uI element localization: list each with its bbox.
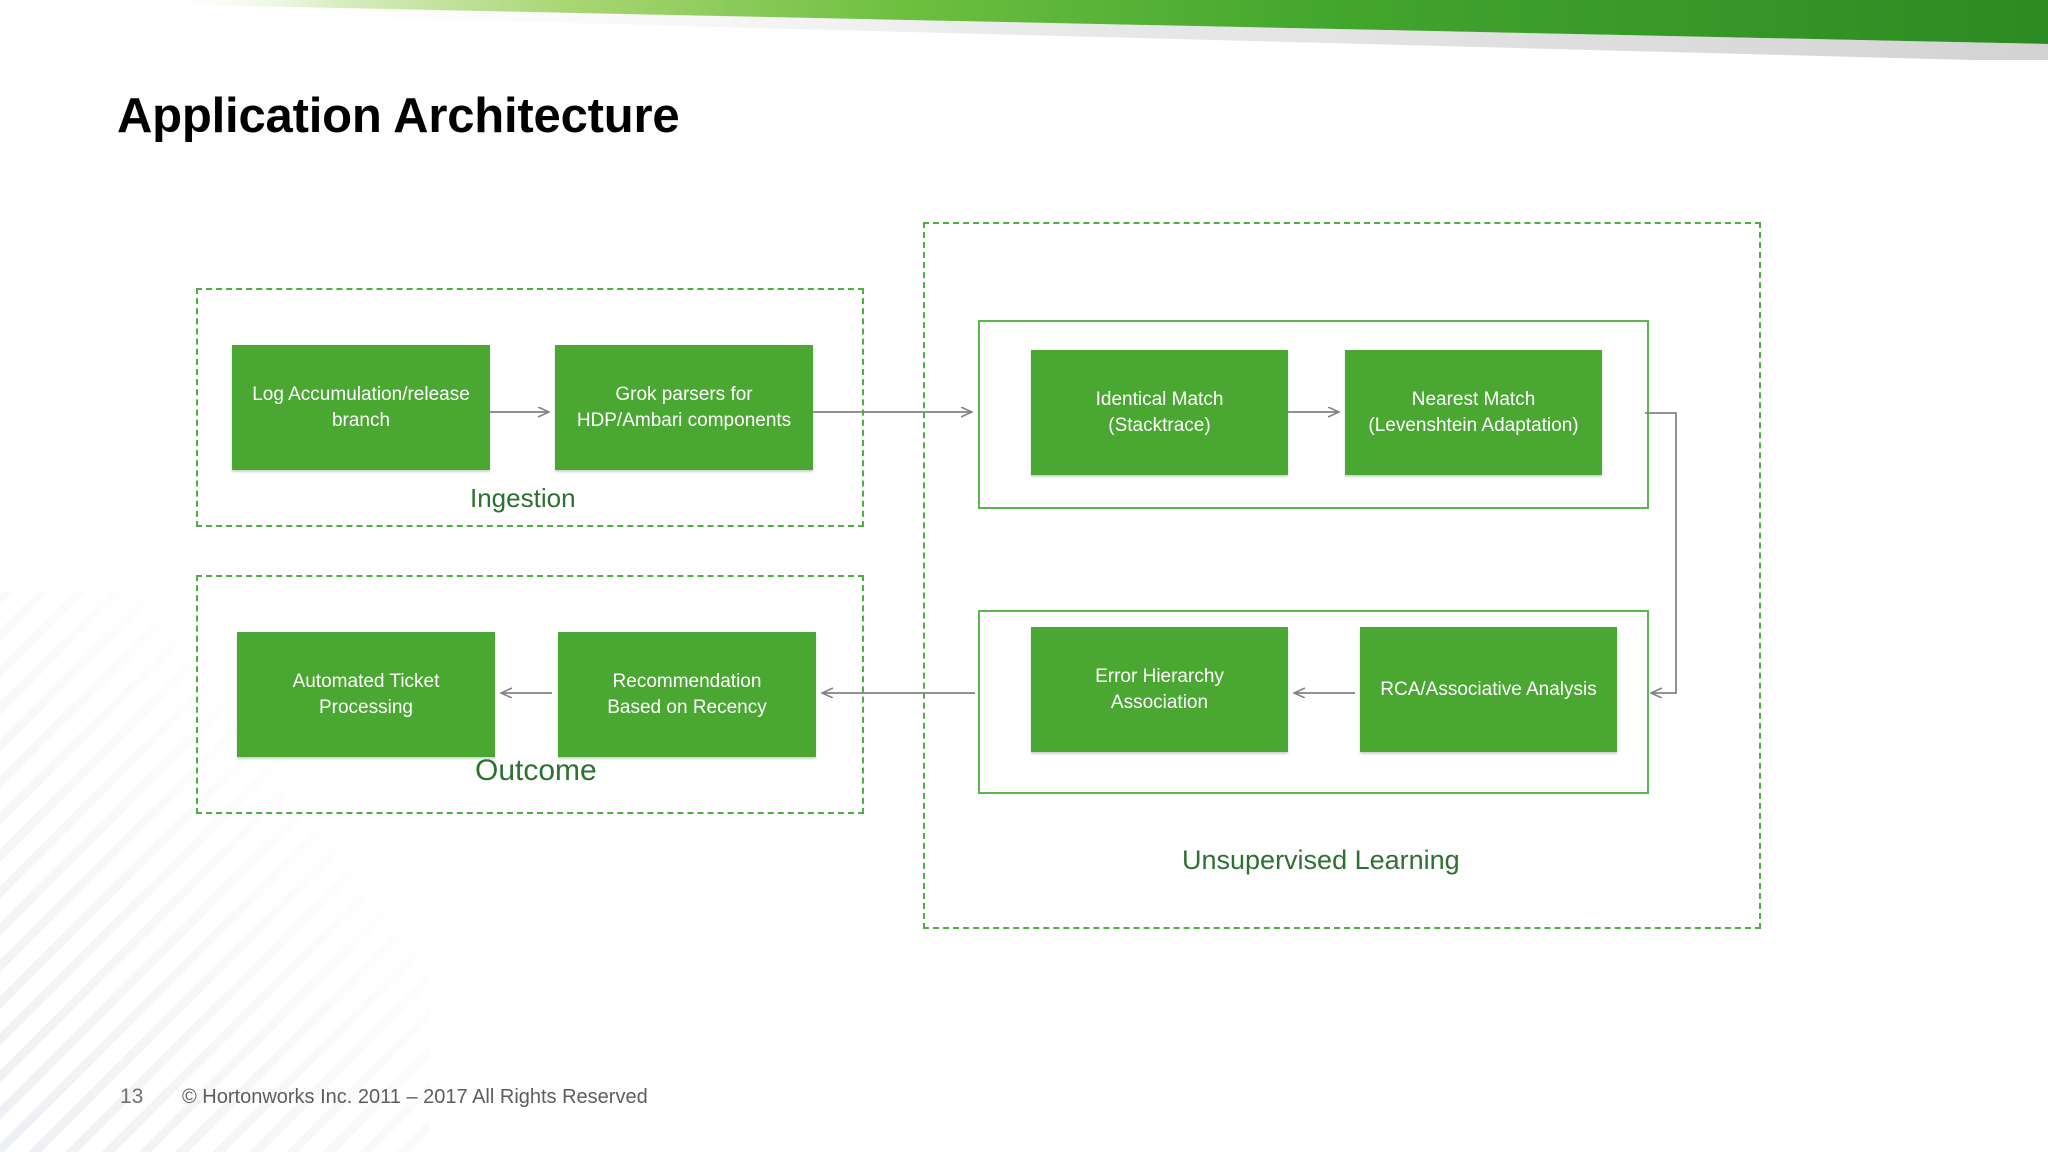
box-nearest-match-line1: Nearest Match: [1411, 388, 1536, 410]
box-identical-match-line2: (Stacktrace): [1108, 414, 1211, 436]
box-nearest-match-line2: (Levenshtein Adaptation): [1368, 414, 1579, 436]
subgroup-analysis: [978, 610, 1649, 794]
box-automated-ticket-processing-line2: Processing: [318, 696, 413, 718]
box-identical-match-line1: Identical Match: [1095, 388, 1224, 410]
subgroup-matching: [978, 320, 1649, 509]
box-rca-associative-analysis[interactable]: RCA/Associative Analysis: [1360, 627, 1617, 752]
box-log-accumulation[interactable]: Log Accumulation/release branch: [232, 345, 490, 470]
box-error-hierarchy-association-line2: Association: [1110, 691, 1209, 713]
box-nearest-match[interactable]: Nearest Match (Levenshtein Adaptation): [1345, 350, 1602, 475]
box-recommendation-recency[interactable]: Recommendation Based on Recency: [558, 632, 816, 757]
page-title: Application Architecture: [117, 89, 680, 143]
arrow-loopback-matching-to-analysis: [1645, 412, 1677, 693]
box-identical-match[interactable]: Identical Match (Stacktrace): [1031, 350, 1288, 475]
box-error-hierarchy-association[interactable]: Error Hierarchy Association: [1031, 627, 1288, 752]
group-ingestion: [196, 288, 864, 527]
box-error-hierarchy-association-line1: Error Hierarchy: [1095, 665, 1224, 687]
page-number: 13: [120, 1085, 144, 1108]
box-grok-parsers[interactable]: Grok parsers for HDP/Ambari components: [555, 345, 813, 470]
group-label-outcome: Outcome: [475, 754, 597, 787]
group-label-unsupervised-learning: Unsupervised Learning: [1182, 845, 1460, 875]
slide-footer: 13 © Hortonworks Inc. 2011 – 2017 All Ri…: [120, 1085, 648, 1109]
box-recommendation-recency-line1: Recommendation: [612, 670, 762, 692]
group-unsupervised-learning: [923, 222, 1761, 929]
group-label-ingestion: Ingestion: [470, 483, 576, 513]
group-outcome: [196, 575, 864, 814]
box-log-accumulation-line2: branch: [331, 409, 391, 431]
box-log-accumulation-line1: Log Accumulation/release: [252, 383, 470, 405]
box-automated-ticket-processing-line1: Automated Ticket: [292, 670, 440, 692]
box-grok-parsers-line2: HDP/Ambari components: [576, 409, 792, 431]
copyright-notice: © Hortonworks Inc. 2011 – 2017 All Right…: [182, 1086, 648, 1108]
box-recommendation-recency-line2: Based on Recency: [607, 696, 767, 718]
box-grok-parsers-line1: Grok parsers for: [615, 383, 753, 405]
box-rca-associative-analysis-line1: RCA/Associative Analysis: [1380, 678, 1597, 700]
box-automated-ticket-processing[interactable]: Automated Ticket Processing: [237, 632, 495, 757]
header-banner: [0, 0, 2048, 60]
